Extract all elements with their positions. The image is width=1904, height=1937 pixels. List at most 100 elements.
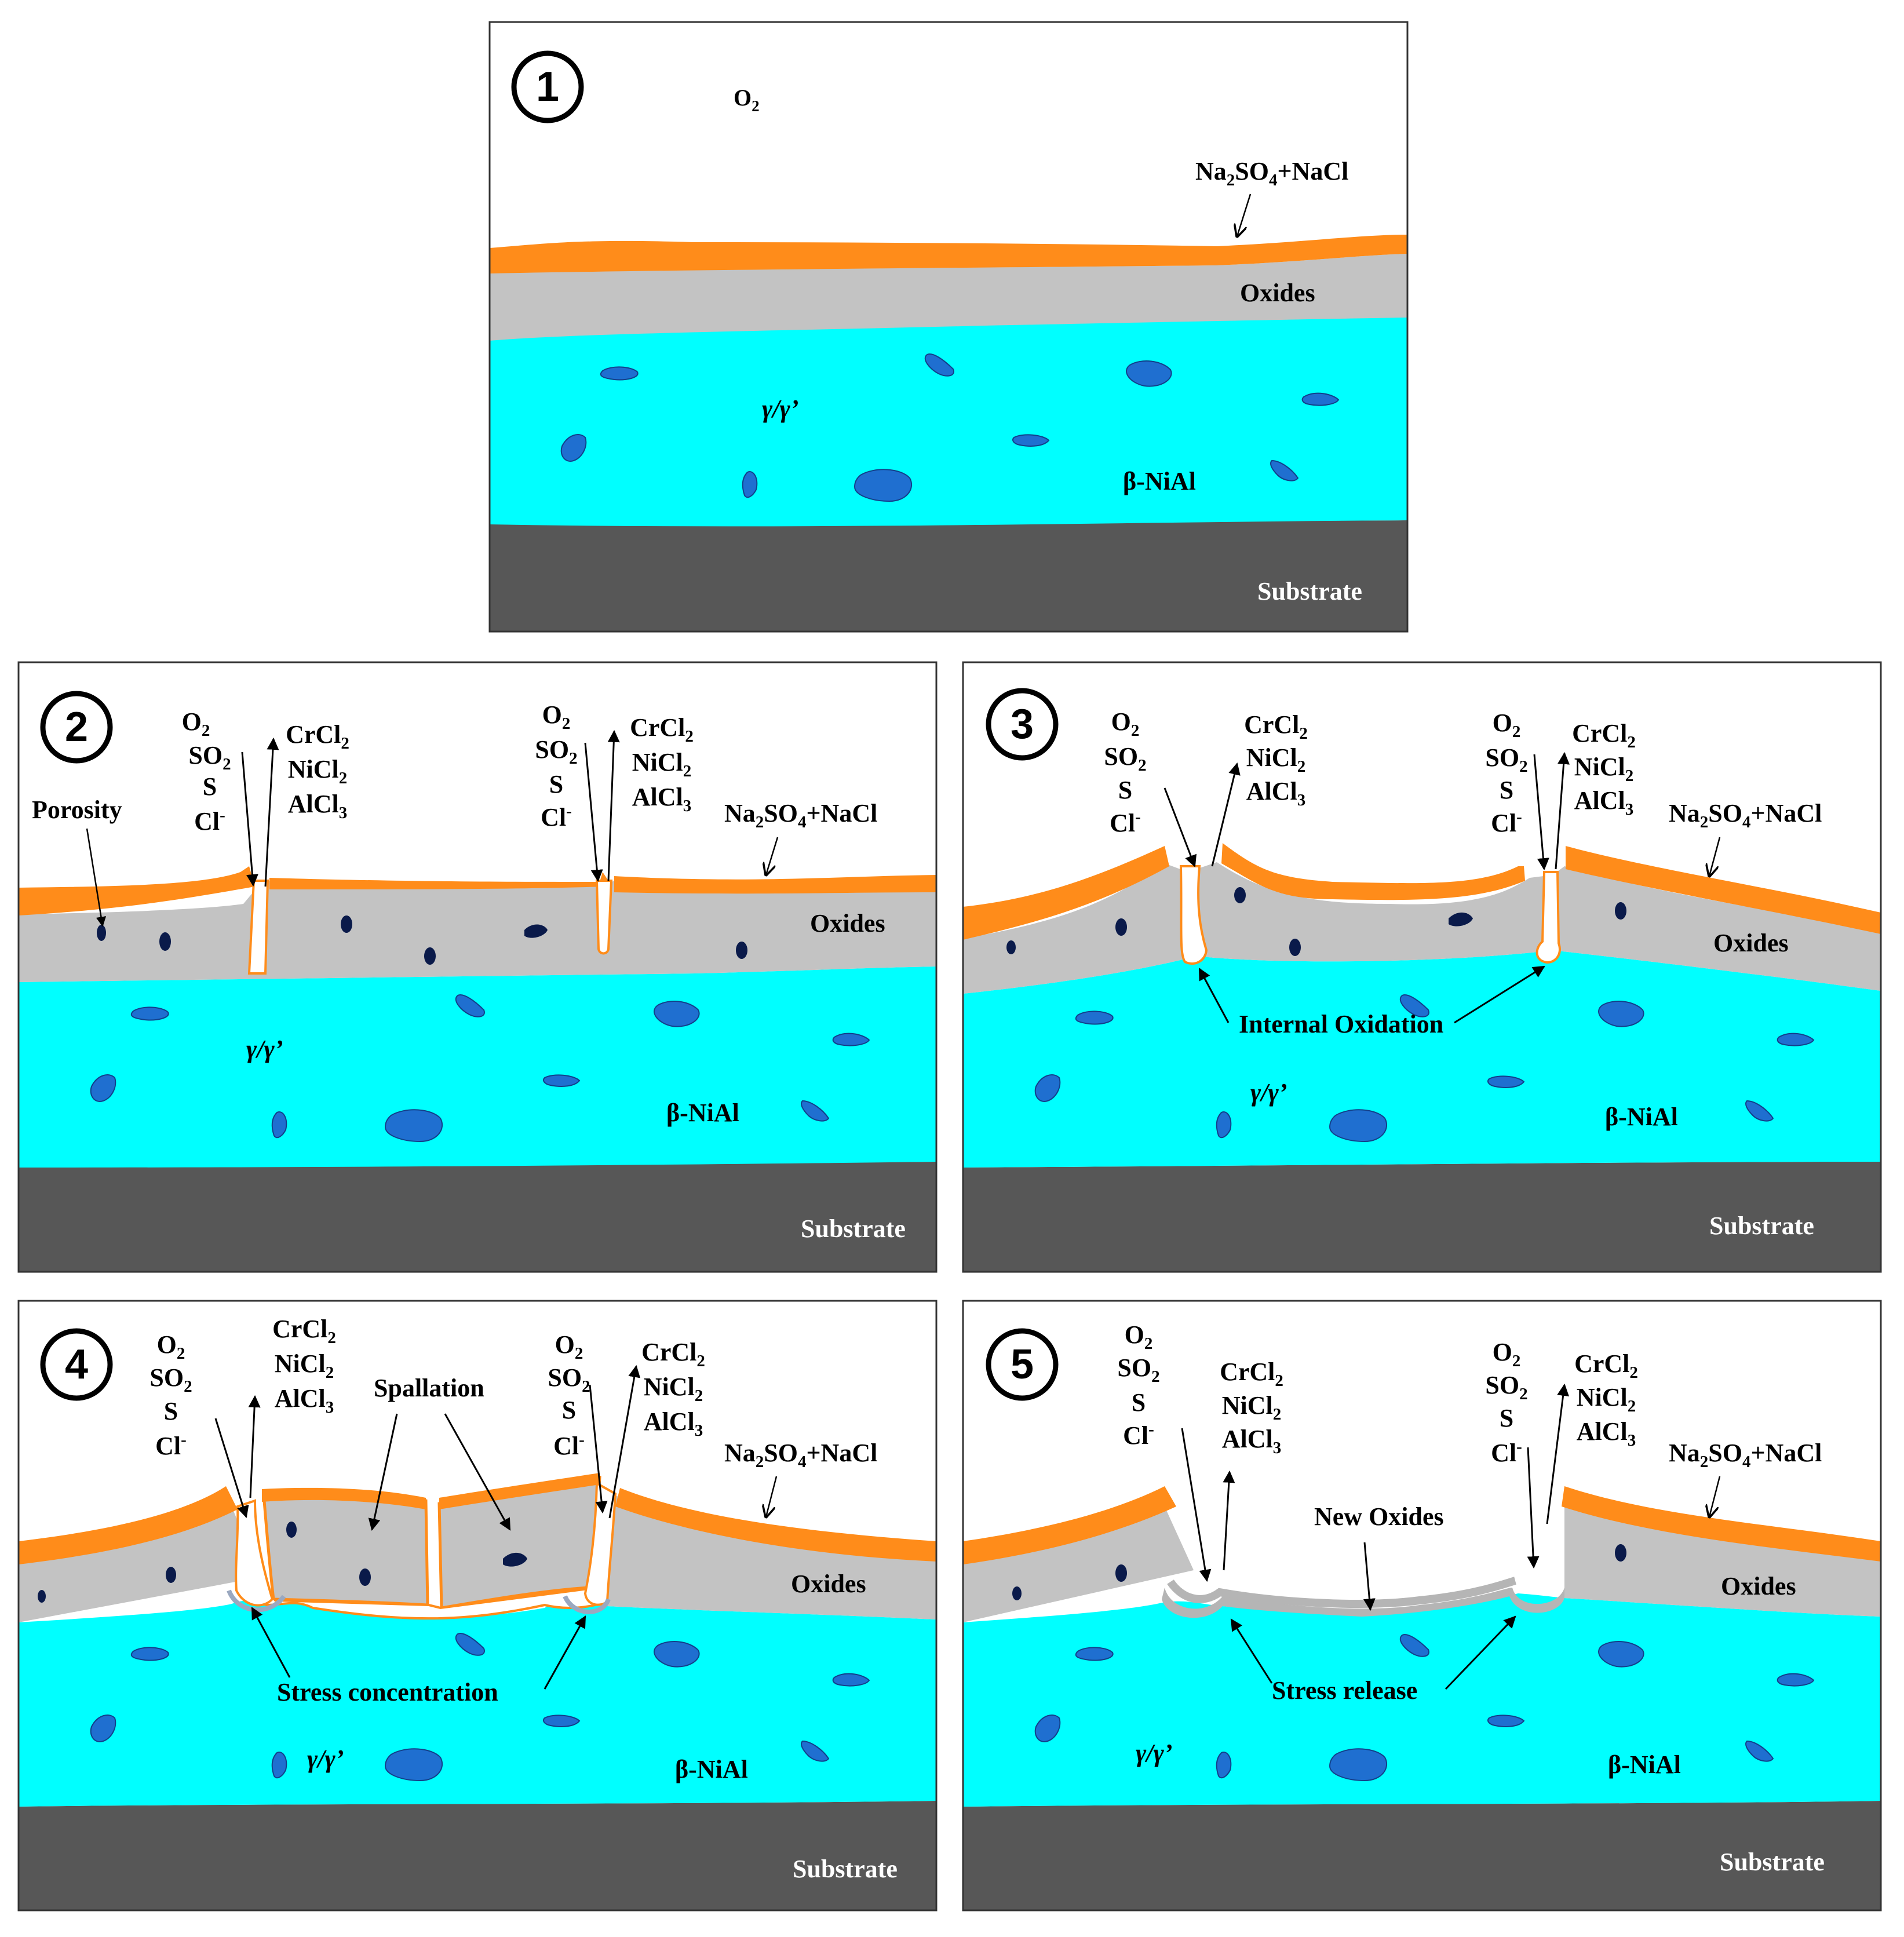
- step-1-marker: [511, 50, 584, 123]
- svg-text:CrCl2: CrCl2: [1220, 1358, 1283, 1390]
- svg-text:CrCl2: CrCl2: [1244, 710, 1308, 743]
- salt-label: Na2SO4+NaCl: [1669, 799, 1822, 831]
- substrate-layer: [19, 1162, 936, 1272]
- svg-text:NiCl2: NiCl2: [1574, 753, 1634, 785]
- crack-right: [1535, 871, 1561, 964]
- substrate-label: Substrate: [1257, 577, 1362, 605]
- panel-2-frame: [17, 661, 938, 1273]
- panel-3: 3 O2 SO2 S Cl- CrCl2 NiCl2 AlCl3 O2 SO2 …: [962, 661, 1882, 1273]
- spallation-arrow-left: [368, 1413, 398, 1531]
- svg-text:AlCl3: AlCl3: [1246, 777, 1306, 809]
- substrate-label: Substrate: [1720, 1848, 1825, 1876]
- new-oxides-arrow: [1363, 1542, 1376, 1611]
- svg-text:S: S: [549, 770, 563, 798]
- svg-text:NiCl2: NiCl2: [632, 748, 692, 780]
- svg-text:S: S: [1118, 776, 1132, 804]
- svg-text:AlCl3: AlCl3: [1577, 1417, 1636, 1450]
- porosity-label: Porosity: [32, 796, 122, 824]
- salt-deposit-layer: [19, 1480, 936, 1564]
- gamma-label: γ/γ’: [762, 395, 799, 423]
- salt-label: Na2SO4+NaCl: [724, 1439, 877, 1471]
- svg-text:AlCl3: AlCl3: [288, 790, 348, 822]
- spalled-oxide-top-right: [439, 1473, 600, 1509]
- coating-layer: [963, 950, 1881, 1168]
- svg-text:CrCl2: CrCl2: [630, 713, 694, 746]
- step-3-marker: [986, 688, 1059, 761]
- internal-oxidation-label: Internal Oxidation: [1239, 1010, 1443, 1038]
- stress-arrow-left: [1230, 1618, 1273, 1684]
- substrate-layer: [490, 520, 1407, 632]
- coating-layer: [19, 1600, 936, 1807]
- substrate-layer: [963, 1162, 1881, 1272]
- substrate-label: Substrate: [1709, 1212, 1814, 1240]
- svg-text:S: S: [1132, 1388, 1146, 1417]
- salt-arrow: [1709, 1476, 1721, 1517]
- svg-text:NiCl2: NiCl2: [1577, 1383, 1636, 1416]
- coating-layer: [19, 966, 936, 1168]
- step-1-number: 1: [536, 64, 559, 110]
- crack-left: [1179, 865, 1208, 965]
- substrate-label: Substrate: [793, 1855, 898, 1883]
- beta-label: β-NiAl: [1123, 467, 1196, 495]
- gamma-label: γ/γ’: [246, 1035, 283, 1063]
- salt-deposit-layer: [963, 843, 1881, 940]
- step-4-number: 4: [65, 1341, 88, 1388]
- internal-oxidation-arrow-right: [1454, 965, 1545, 1024]
- svg-text:CrCl2: CrCl2: [1572, 719, 1636, 752]
- stress-zone-right: [563, 1595, 611, 1614]
- crack-right: [583, 1481, 617, 1606]
- salt-arrow: [1237, 194, 1252, 236]
- salt-deposit-layer: [963, 1486, 1881, 1564]
- svg-text:CrCl2: CrCl2: [641, 1338, 705, 1370]
- svg-text:O2: O2: [1493, 709, 1521, 741]
- gamma-phase-particles: [90, 994, 870, 1143]
- panel-4-frame: [17, 1300, 938, 1912]
- panel-3-frame: [962, 661, 1882, 1273]
- new-oxide-layer: [1162, 1588, 1564, 1618]
- oxide-layer: [19, 881, 936, 982]
- salt-arrow: [766, 1476, 778, 1517]
- svg-text:S: S: [164, 1397, 178, 1425]
- gamma-phase-particles: [90, 1633, 870, 1782]
- panel-1-frame: [488, 21, 1409, 633]
- stress-concentration-label: Stress concentration: [277, 1678, 498, 1706]
- salt-arrow: [1709, 837, 1721, 876]
- svg-text:AlCl3: AlCl3: [632, 783, 692, 815]
- salt-deposit-layer: [490, 235, 1407, 273]
- coating-layer: [490, 318, 1407, 527]
- svg-text:NiCl2: NiCl2: [1246, 743, 1306, 776]
- svg-text:S: S: [203, 772, 217, 801]
- beta-label: β-NiAl: [1605, 1103, 1678, 1131]
- gamma-phase-particles: [560, 353, 1340, 502]
- svg-text:O2: O2: [157, 1330, 185, 1363]
- oxides-label: Oxides: [1713, 929, 1789, 957]
- svg-text:S: S: [1500, 1404, 1513, 1432]
- svg-text:CrCl2: CrCl2: [272, 1315, 336, 1347]
- species-group-right: O2 SO2 S Cl- CrCl2 NiCl2 AlCl3: [535, 701, 694, 882]
- gamma-label: γ/γ’: [1136, 1739, 1173, 1767]
- crack-right: [595, 880, 613, 955]
- svg-text:NiCl2: NiCl2: [288, 755, 348, 787]
- stress-arrow-right: [544, 1615, 586, 1690]
- step-5-number: 5: [1011, 1341, 1034, 1388]
- salt-label: Na2SO4+NaCl: [1669, 1439, 1822, 1471]
- substrate-layer: [19, 1801, 936, 1910]
- svg-text:SO2: SO2: [1117, 1354, 1159, 1386]
- stress-release-label: Stress release: [1272, 1676, 1417, 1705]
- stress-arrow-left: [251, 1607, 291, 1678]
- porosity-pores: [1006, 887, 1626, 956]
- beta-label: β-NiAl: [1608, 1750, 1681, 1779]
- stress-arrow-right: [1445, 1615, 1516, 1690]
- porosity-arrow: [86, 828, 107, 927]
- species-group-left: O2 SO2 S Cl- CrCl2 NiCl2 AlCl3: [149, 1315, 336, 1519]
- porosity-pores: [1012, 1544, 1626, 1600]
- panel-5-frame: [962, 1300, 1882, 1912]
- svg-text:Cl-: Cl-: [194, 806, 225, 836]
- spallation-gap: [236, 1531, 607, 1620]
- beta-label: β-NiAl: [666, 1099, 739, 1127]
- svg-text:AlCl3: AlCl3: [1574, 786, 1634, 819]
- svg-text:SO2: SO2: [535, 735, 577, 768]
- crack-left: [247, 880, 269, 975]
- spalled-oxide-top-left: [262, 1487, 426, 1509]
